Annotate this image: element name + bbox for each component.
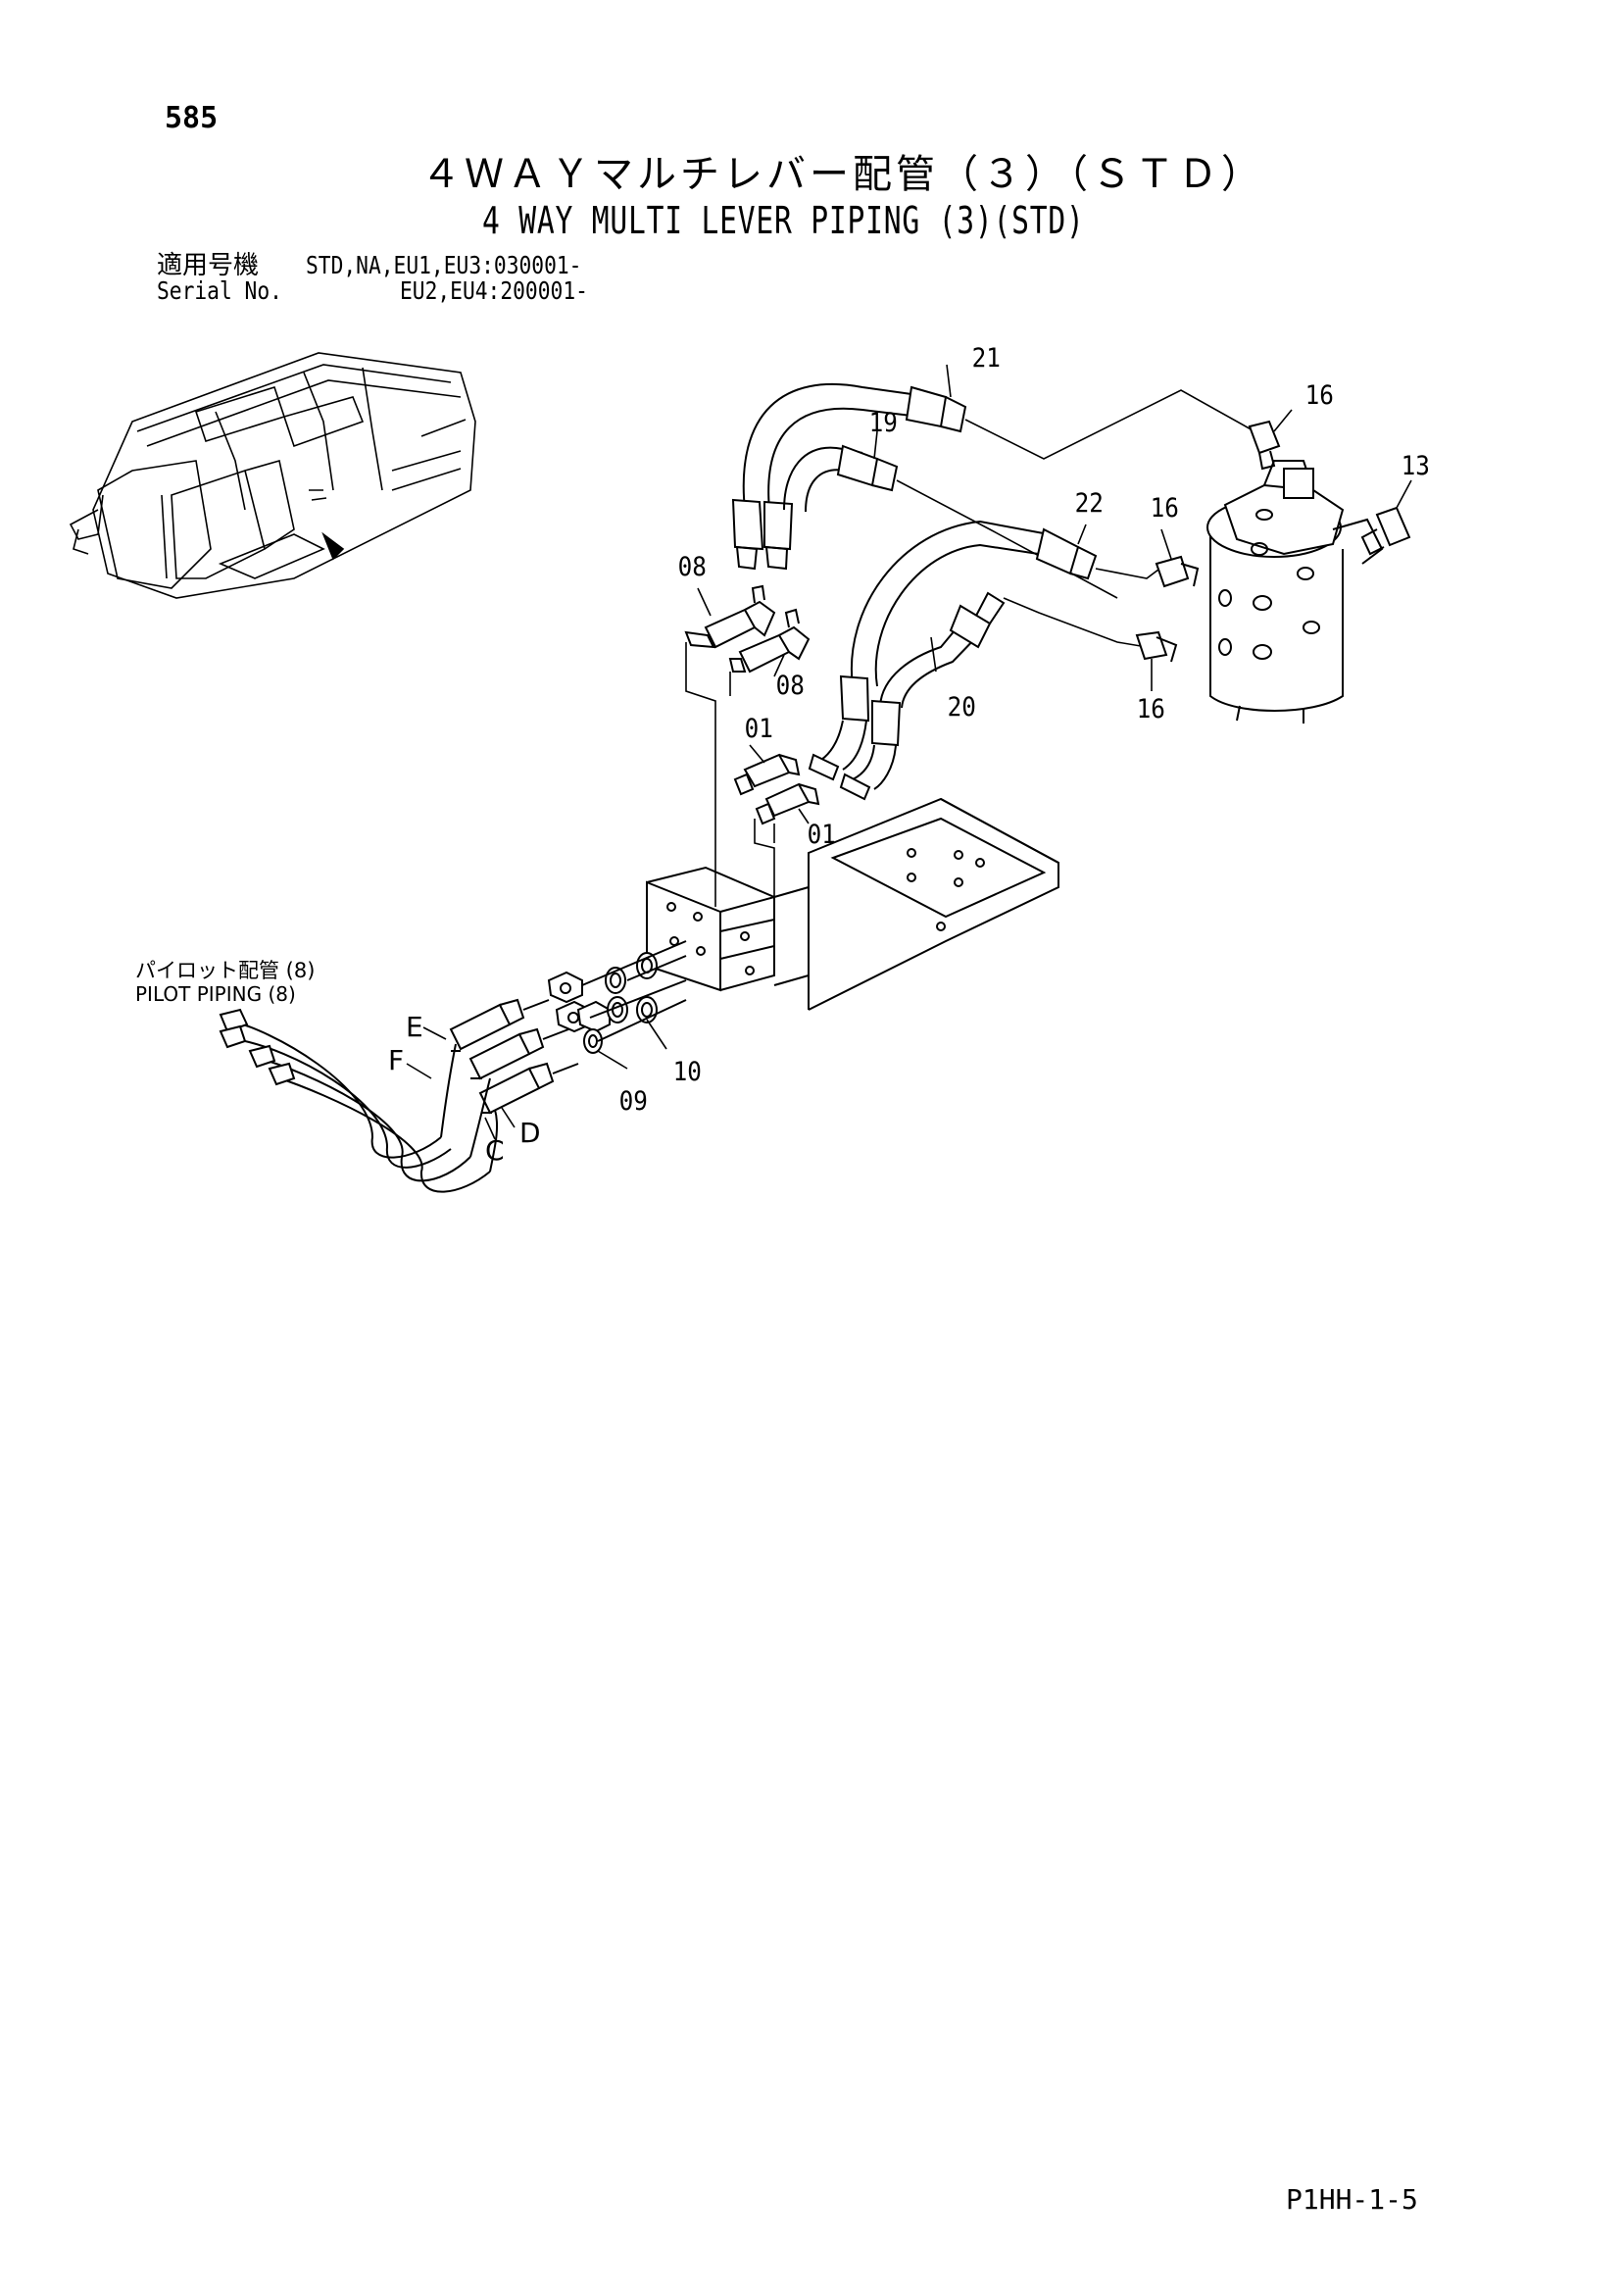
applicable-serial-range-1: STD,NA,EU1,EU3:030001- [306, 251, 582, 279]
callout-08-upper: 08 [677, 552, 707, 582]
callout-20: 20 [947, 692, 976, 723]
valve-block [1207, 461, 1382, 724]
callout-leaders [407, 365, 1411, 1139]
title-english: 4 WAY MULTI LEVER PIPING (3)(STD) [482, 199, 1085, 242]
hose-19 [784, 446, 897, 512]
hose-label-e: E [406, 1011, 423, 1043]
excavator-overview-illustration [71, 353, 475, 598]
callout-21: 21 [971, 343, 1001, 374]
callout-16-bottom: 16 [1136, 694, 1165, 724]
callout-01-lower: 01 [807, 820, 836, 850]
hose-22 [810, 522, 1096, 779]
callout-10: 10 [672, 1057, 702, 1087]
pilot-piping-reference-en: PILOT PIPING (8) [135, 982, 296, 1006]
hose-20 [841, 593, 1004, 799]
hose-label-c: C [485, 1134, 505, 1167]
title-japanese: ４ＷＡＹマルチレバー配管（３）（ＳＴＤ） [421, 152, 1264, 197]
callout-22: 22 [1074, 488, 1104, 519]
bracket-leader-lines [686, 642, 774, 912]
hose-21 [733, 384, 965, 569]
hose-label-f: F [388, 1044, 405, 1076]
drawing-code: P1HH-1-5 [1286, 2183, 1418, 2216]
adapter-fittings-01 [735, 755, 818, 824]
mounting-bracket [647, 799, 1058, 1010]
callout-19: 19 [868, 408, 898, 438]
callout-16-middle: 16 [1150, 493, 1179, 524]
elbow-fittings [1137, 422, 1409, 662]
hose-label-d: D [519, 1117, 541, 1149]
applicable-serial-range-2: EU2,EU4:200001- [400, 276, 588, 305]
applicable-machines-label: 適用号機 [157, 251, 260, 280]
tee-fittings-08 [686, 586, 809, 672]
callout-01-upper: 01 [744, 714, 773, 744]
callout-13: 13 [1401, 451, 1430, 481]
callout-16-top: 16 [1304, 380, 1334, 411]
nuts-and-washers [549, 941, 686, 1053]
pilot-hoses [221, 1000, 578, 1192]
callout-09: 09 [618, 1086, 648, 1117]
pilot-piping-reference-jp: パイロット配管 (8) [135, 959, 316, 982]
callout-08-lower: 08 [775, 671, 805, 701]
serial-number-label: Serial No. [157, 276, 282, 305]
page-number: 585 [165, 101, 219, 135]
